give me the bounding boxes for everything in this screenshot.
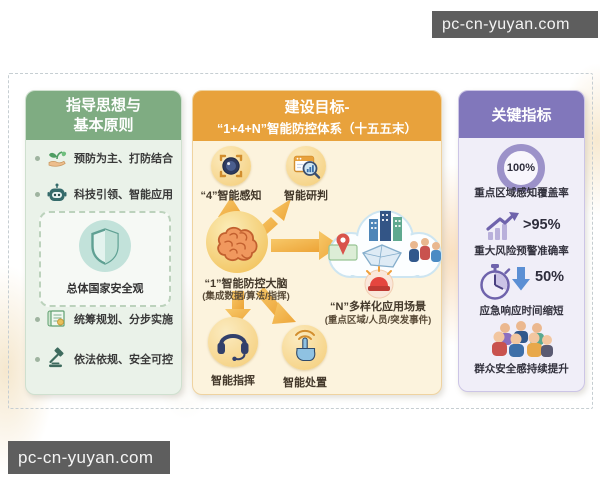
- left-panel-title-line1: 指导思想与: [65, 97, 141, 114]
- brain-sublabel: (集成数据/算法/指挥): [202, 291, 290, 302]
- arrow-downright-head: [272, 302, 296, 324]
- dashed-frame: [8, 73, 593, 409]
- gavel-icon: [49, 347, 64, 368]
- left-panel-header: 指导思想与 基本原则: [26, 91, 181, 140]
- city-buildings: [369, 211, 402, 241]
- scenarios-label: “N”多样化应用场景: [330, 301, 426, 313]
- principle-item: 依法依规、安全可控: [35, 345, 173, 373]
- principle-label: 科技引领、智能应用: [74, 189, 173, 201]
- command-badge: [208, 317, 258, 367]
- principle-label: 依法依规、安全可控: [74, 354, 173, 366]
- arrow-down-icon: [512, 267, 530, 291]
- analysis-badge: [286, 146, 326, 186]
- arrow-down-shaft: [232, 291, 244, 309]
- geo-map: [362, 244, 402, 268]
- command-label: 智能指挥: [211, 375, 255, 387]
- camera-icon: [219, 154, 243, 178]
- alarm-icon: [364, 266, 394, 299]
- metric-value: 50%: [535, 269, 565, 285]
- map-pin: [328, 233, 358, 261]
- watermark-bottom-left: pc-cn-yuyan.com: [8, 441, 170, 474]
- right-panel-header: 关键指标: [459, 91, 584, 138]
- principle-label: 预防为主、打防结合: [74, 153, 173, 165]
- core-concept-box: 总体国家安全观: [39, 211, 171, 307]
- disposal-label: 智能处置: [283, 377, 327, 389]
- people-figures: [409, 238, 441, 262]
- middle-panel-title-line2: “1+4+N”智能防控体系（十五五末）: [216, 122, 418, 136]
- perception-badge: [211, 146, 251, 186]
- metric-label: 重点区域感知覆盖率: [474, 187, 569, 199]
- headset-icon: [217, 334, 249, 361]
- sprout-hand-icon: [48, 151, 67, 167]
- crowd-icon: [492, 321, 553, 357]
- principle-item: 科技引领、智能应用: [35, 180, 173, 208]
- disposal-badge: [282, 325, 327, 370]
- metric-label: 应急响应时间缩短: [479, 305, 564, 317]
- analysis-label: 智能研判: [284, 190, 328, 202]
- robot-icon: [47, 183, 67, 201]
- cloud-city-map-people-alarm-icon: [328, 210, 442, 299]
- left-panel-title-line2: 基本原则: [73, 116, 134, 134]
- donut-100-icon: 100%: [497, 144, 545, 192]
- perception-label: “4”智能感知: [200, 190, 262, 202]
- shield-icon: [79, 220, 131, 272]
- watermark-top-right: pc-cn-yuyan.com: [432, 11, 598, 38]
- arrow-upright-head: [272, 199, 291, 221]
- bullet-dot: [35, 191, 40, 197]
- construction-goals-panel: 建设目标- “1+4+N”智能防控体系（十五五末）: [192, 90, 442, 395]
- bullet-dot: [35, 316, 40, 322]
- key-indicators-panel: 关键指标 100% 重点区域感知覆盖率 >95% 重大风险预警准确率 50% 应…: [458, 90, 585, 392]
- guiding-principles-panel: 指导思想与 基本原则 预防为主、打防结合: [25, 90, 182, 395]
- scroll-icon: [47, 310, 65, 327]
- core-concept-label: 总体国家安全观: [66, 283, 144, 295]
- principle-item: 预防为主、打防结合: [35, 144, 173, 172]
- bullet-dot: [35, 155, 40, 161]
- stopwatch-icon: [480, 264, 530, 300]
- trend-up-icon: [486, 212, 519, 240]
- arrow-right-shaft: [271, 239, 319, 252]
- bullet-dot: [35, 356, 40, 362]
- principle-label: 统筹规划、分步实施: [74, 314, 173, 326]
- touch-hand-icon: [295, 329, 316, 362]
- scenarios-sublabel: (重点区域/人员/突发事件): [324, 315, 432, 326]
- analysis-magnifier-icon: [293, 155, 321, 179]
- arrow-down-head: [225, 309, 251, 324]
- metric-label: 重大风险预警准确率: [474, 245, 569, 257]
- principle-item: 统筹规划、分步实施: [35, 305, 173, 333]
- brain-label: “1”智能防控大脑: [204, 278, 288, 290]
- brain-icon: [206, 211, 268, 273]
- metric-value: 100%: [506, 162, 536, 174]
- middle-panel-title-line1: 建设目标-: [284, 99, 350, 116]
- middle-panel-header: 建设目标- “1+4+N”智能防控体系（十五五末）: [193, 91, 441, 141]
- metric-label: 群众安全感持续提升: [474, 363, 569, 375]
- metric-value: >95%: [523, 217, 561, 233]
